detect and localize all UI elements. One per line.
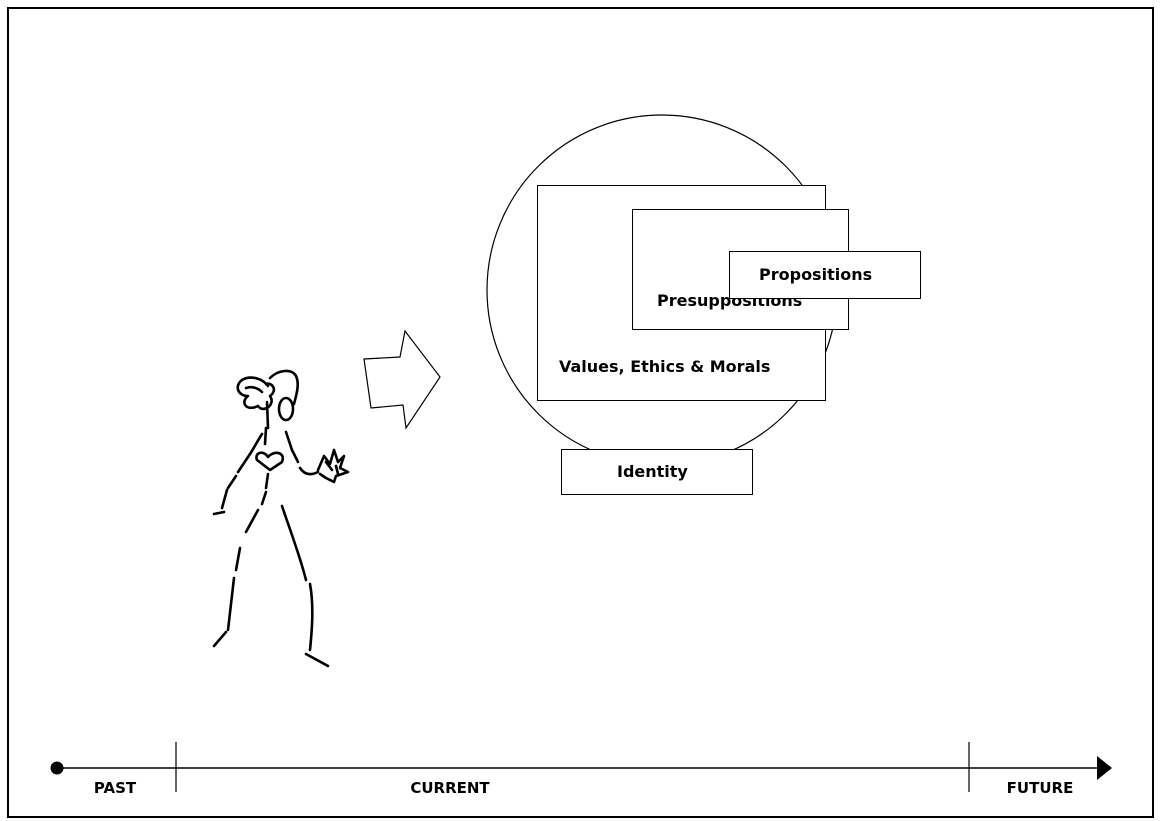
identity-label: Identity xyxy=(617,462,688,481)
timeline-label-current: CURRENT xyxy=(410,779,490,797)
timeline-label-past: PAST xyxy=(93,779,137,797)
block-arrow-icon xyxy=(363,329,441,430)
timeline-start-dot xyxy=(50,761,64,775)
identity-box: Identity xyxy=(561,449,753,495)
values-label: Values, Ethics & Morals xyxy=(559,357,771,376)
diagram-frame xyxy=(7,7,1154,818)
propositions-box: Propositions xyxy=(729,251,921,299)
timeline xyxy=(50,742,1112,792)
timeline-arrow-icon xyxy=(1097,756,1112,780)
timeline-label-future: FUTURE xyxy=(1006,779,1074,797)
person-sketch-icon xyxy=(212,369,350,668)
propositions-label: Propositions xyxy=(759,265,873,284)
